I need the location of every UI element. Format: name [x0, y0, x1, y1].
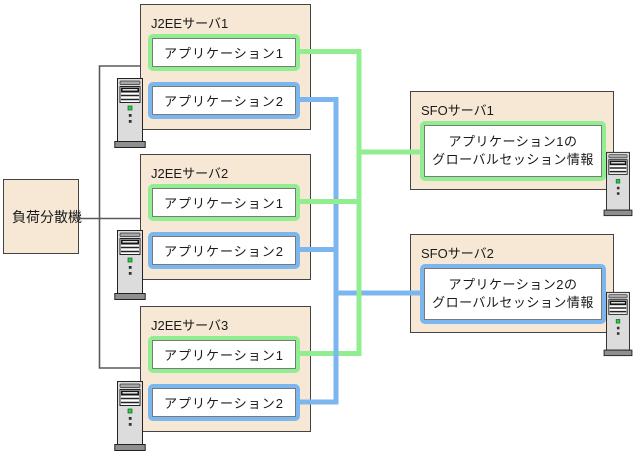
sfo-server-1-label: SFOサーバ1 [421, 103, 494, 118]
app2-session-line [296, 97, 421, 405]
sfo-server-2-session-line2: グローバルセッション情報 [432, 295, 594, 310]
j2ee-server-3-app1-box: アプリケーション1 [148, 336, 300, 373]
j2ee-server-2-app1-box: アプリケーション1 [148, 184, 300, 221]
j2ee-server-3-label: J2EEサーバ3 [151, 318, 229, 333]
j2ee-server-1-box: J2EEサーバ1 アプリケーション1 アプリケーション2 [140, 4, 311, 130]
j2ee-server-2-app1-label: アプリケーション1 [152, 188, 296, 217]
j2ee-server-2-app2-label: アプリケーション2 [152, 236, 296, 265]
sfo-server-2-label: SFOサーバ2 [421, 246, 494, 261]
j2ee-server-1-label: J2EEサーバ1 [151, 16, 229, 31]
j2ee-server-3-app1-label: アプリケーション1 [152, 340, 296, 369]
j2ee-server-2-app2-box: アプリケーション2 [148, 232, 300, 269]
j2ee-server-3-box: J2EEサーバ3 アプリケーション1 アプリケーション2 [140, 306, 311, 432]
sfo-server-2-session-line1: アプリケーション2の [448, 277, 578, 292]
sfo-server-1-session-line1: アプリケーション1の [448, 134, 578, 149]
app1-session-line [296, 49, 421, 356]
j2ee-server-2-box: J2EEサーバ2 アプリケーション1 アプリケーション2 [140, 154, 311, 280]
load-balancer-label: 負荷分散機 [12, 208, 82, 225]
sfo-server-2-box: SFOサーバ2 アプリケーション2の グローバルセッション情報 [410, 234, 614, 333]
sfo-server-1-box: SFOサーバ1 アプリケーション1の グローバルセッション情報 [410, 91, 614, 190]
sfo-server-1-session-box: アプリケーション1の グローバルセッション情報 [420, 121, 606, 181]
j2ee-server-1-app2-label: アプリケーション2 [152, 86, 296, 115]
sfo-server-1-session-line2: グローバルセッション情報 [432, 152, 594, 167]
j2ee-server-1-app2-box: アプリケーション2 [148, 82, 300, 119]
j2ee-server-3-app2-label: アプリケーション2 [152, 388, 296, 417]
sfo-server-1-session-text: アプリケーション1の グローバルセッション情報 [424, 125, 602, 177]
j2ee-server-2-label: J2EEサーバ2 [151, 166, 229, 181]
sfo-server-2-session-text: アプリケーション2の グローバルセッション情報 [424, 268, 602, 320]
server-icon [114, 77, 146, 154]
j2ee-server-1-app1-label: アプリケーション1 [152, 38, 296, 67]
load-balancer-box: 負荷分散機 [3, 179, 82, 254]
sfo-server-2-session-box: アプリケーション2の グローバルセッション情報 [420, 264, 606, 324]
server-icon [603, 291, 633, 362]
j2ee-server-1-app1-box: アプリケーション1 [148, 34, 300, 71]
j2ee-server-3-app2-box: アプリケーション2 [148, 384, 300, 421]
server-icon [114, 380, 146, 455]
server-icon [114, 229, 146, 306]
server-icon [603, 151, 633, 222]
